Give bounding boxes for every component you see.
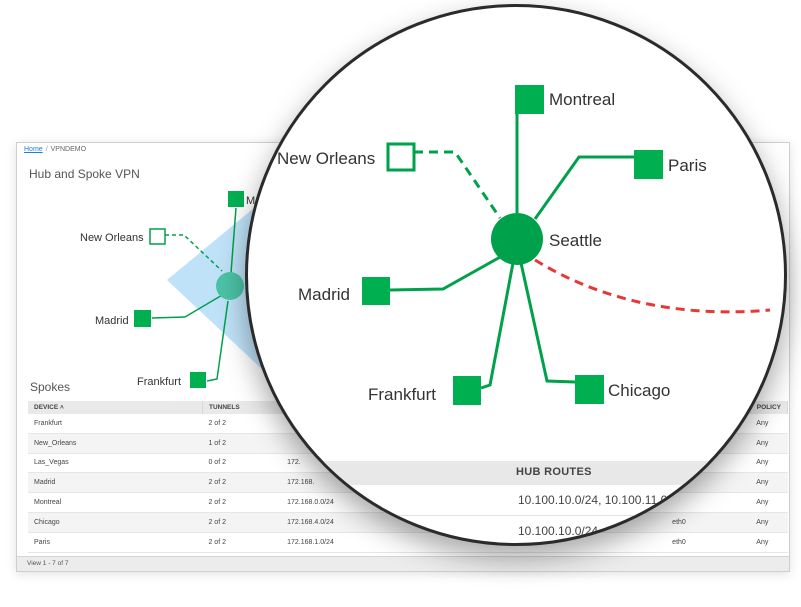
link-chicago-hub [519,262,576,384]
cell-policy: Any [750,532,788,553]
breadcrumb-home-link[interactable]: Home [24,146,43,153]
label-madrid: Madrid [298,285,350,304]
link-frankfurt-hub [480,262,515,390]
breadcrumb-separator: / [45,146,48,153]
cell-hub-routes: 10.100.10.0/24, 10.100.11.0/2 [518,493,678,507]
cell-device: Paris [28,532,203,553]
node-madrid[interactable] [362,277,390,305]
magnifier-lens: Montreal Paris New Orleans Madrid Frankf… [245,4,787,546]
cell-interface: eth0 [663,528,677,535]
cell-device: Montreal [28,492,203,513]
cell-tunnels: 2 of 2 [202,512,282,533]
label-frankfurt: Frankfurt [368,385,436,404]
cell-device: Chicago [28,512,203,533]
column-device-label: DEVICE [34,404,59,411]
cell-hub-routes: 10.100.10.0/24, 10. [518,524,622,538]
label-frankfurt: Frankfurt [137,376,181,388]
node-chicago[interactable] [575,375,604,404]
node-new-orleans[interactable] [386,142,416,172]
cell-tunnels: 2 of 2 [202,532,282,553]
node-madrid[interactable] [134,310,151,327]
label-chicago: Chicago [608,381,670,400]
label-new-orleans: New Orleans [80,232,144,244]
node-frankfurt[interactable] [453,376,481,405]
column-device[interactable]: DEVICE ˄ [28,401,203,414]
cell-interface: eth0 [666,532,751,553]
table-row[interactable]: 2 of 2 172.168.4.0/24 10.100.10.0/24, 10… [248,516,784,543]
cell-device: Frankfurt [28,414,203,434]
table-row[interactable]: 2 of 2 172.168.0.0/24 10.100.10.0/24, 10… [248,485,784,516]
cell-tunnels: 2 of 2 [249,496,267,503]
breadcrumb: Home/VPNDEMO [24,146,86,153]
node-new-orleans[interactable] [149,228,166,245]
cell-tunnels: 2 of 2 [202,492,282,513]
link-madrid [151,316,186,319]
breadcrumb-current: VPNDEMO [50,146,87,153]
link-madrid-hub [389,254,503,292]
link-frankfurt [206,300,229,382]
zoomed-table-header: HUB ROUTES [248,461,784,485]
cell-policy: Any [750,414,788,434]
label-new-orleans: New Orleans [277,149,375,168]
node-hub-seattle[interactable] [491,213,543,265]
link-montreal [230,207,237,274]
link-vpn-tunnel [534,258,771,314]
cell-network: 172.168.4.0/24 [298,528,345,535]
node-hub-small[interactable] [216,272,244,300]
topology-map-zoomed: Montreal Paris New Orleans Madrid Frankf… [277,85,771,405]
cell-policy: Any [750,433,788,454]
column-hub-routes[interactable]: HUB ROUTES [516,466,592,478]
cell-network: 172.168.0.0/24 [298,496,345,503]
cell-network: 172.168.1.0/24 [281,532,485,553]
link-paris-hub [533,155,636,220]
cell-device: New_Orleans [28,433,203,454]
link-new-orleans-hub [414,150,502,219]
cell-tunnels: 2 of 2 [202,414,282,434]
cell-policy: Any [750,492,788,513]
label-madrid: Madrid [95,315,129,327]
page-title: Hub and Spoke VPN [29,167,140,181]
node-paris[interactable] [634,150,663,179]
label-hub-seattle: Seattle [549,231,602,250]
cell-interface [666,492,751,513]
cell-device: Las_Vegas [28,453,203,474]
pager-text: View 1 - 7 of 7 [27,560,69,567]
table-pager: View 1 - 7 of 7 [17,556,789,571]
spokes-title: Spokes [30,380,71,394]
zoomed-table: HUB ROUTES 2 of 2 172.168.0.0/24 10.100.… [248,461,784,543]
label-montreal: Montreal [549,90,615,109]
column-tunnels[interactable]: TUNNELS [202,401,282,414]
column-policy[interactable]: POLICY [750,401,789,414]
cell-interface: eth0 [666,512,751,533]
cell-tunnels: 1 of 2 [202,433,282,454]
node-montreal[interactable] [515,85,544,114]
sort-ascending-icon: ˄ [60,404,64,411]
node-frankfurt[interactable] [190,372,206,388]
cell-tunnels: 2 of 2 [249,528,267,535]
label-paris: Paris [668,156,707,175]
cell-device: Madrid [28,472,203,494]
node-montreal[interactable] [228,191,244,207]
label-montreal-partial: M [246,195,255,207]
cell-policy: Any [750,512,788,533]
